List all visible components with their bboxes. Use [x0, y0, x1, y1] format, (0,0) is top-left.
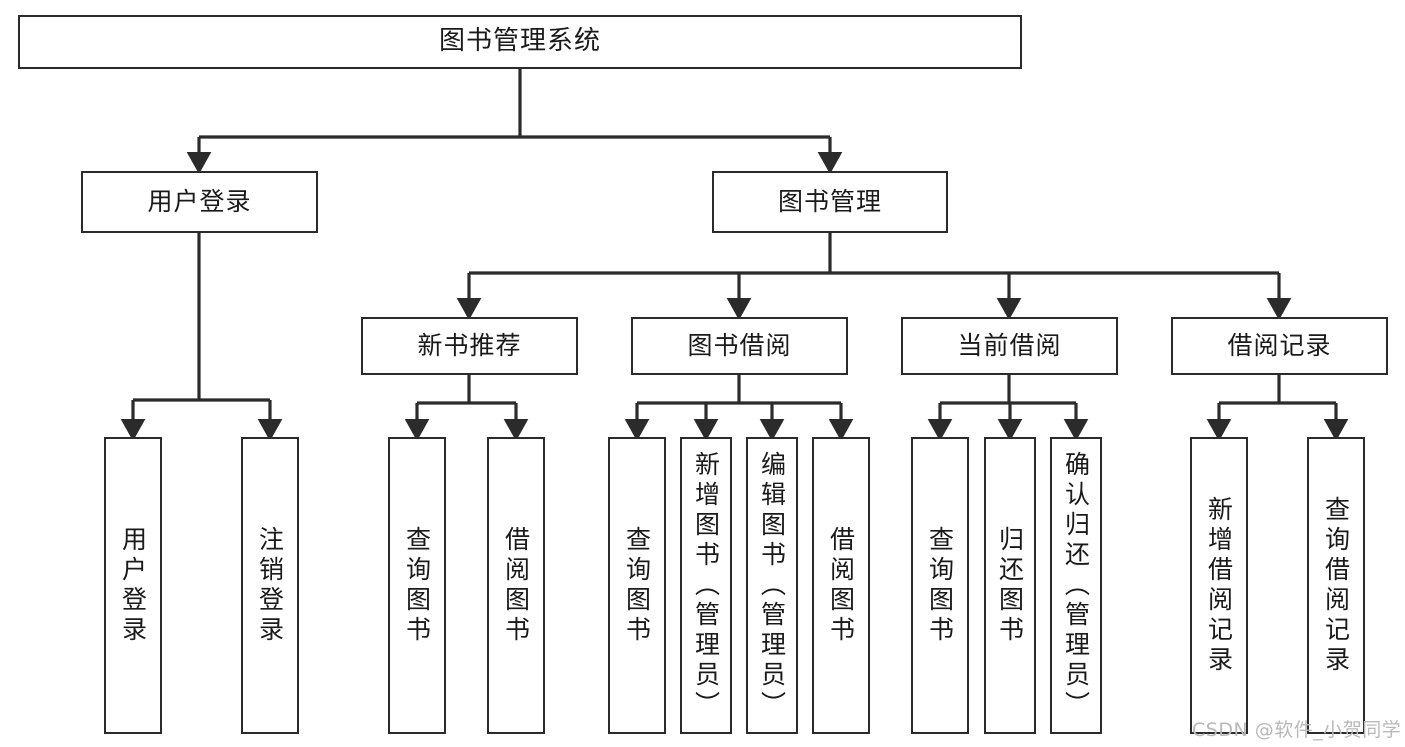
node-fn-borrow-add[interactable]: 新增图书（管理员）: [680, 437, 732, 734]
node-user-login-label: 用户登录: [147, 186, 252, 216]
edge-root-to-modules: [186, 69, 843, 175]
node-fn-borrow-add-label: 新增图书（管理员）: [691, 450, 721, 721]
node-borrow-record-label: 借阅记录: [1227, 330, 1332, 360]
node-fn-cur-confirm-label: 确认归还（管理员）: [1061, 450, 1091, 721]
node-fn-user-login[interactable]: 用户登录: [104, 437, 162, 734]
node-fn-cur-query-label: 查询图书: [925, 525, 955, 646]
node-borrow-record[interactable]: 借阅记录: [1171, 317, 1388, 375]
node-fn-borrow-do[interactable]: 借阅图书: [812, 437, 870, 734]
edge-bookborrow-to-functions: [624, 375, 854, 442]
edge-newbookrec-to-functions: [404, 375, 529, 442]
node-fn-rec-add[interactable]: 新增借阅记录: [1190, 437, 1248, 734]
node-fn-cur-return[interactable]: 归还图书: [984, 437, 1036, 734]
node-fn-rec-query[interactable]: 查询图书: [388, 437, 446, 734]
node-fn-cur-query[interactable]: 查询图书: [911, 437, 969, 734]
node-fn-borrow-edit[interactable]: 编辑图书（管理员）: [746, 437, 798, 734]
node-new-book-rec-label: 新书推荐: [417, 330, 522, 360]
node-user-login[interactable]: 用户登录: [81, 171, 318, 233]
node-fn-user-login-label: 用户登录: [118, 525, 148, 646]
node-fn-user-logout[interactable]: 注销登录: [241, 437, 299, 734]
node-book-manage-label: 图书管理: [777, 186, 882, 216]
node-root[interactable]: 图书管理系统: [18, 15, 1022, 69]
node-current-borrow-label: 当前借阅: [957, 330, 1062, 360]
node-book-borrow[interactable]: 图书借阅: [631, 317, 848, 375]
edge-borrowrecord-to-functions: [1206, 375, 1349, 442]
node-fn-rec-borrow[interactable]: 借阅图书: [487, 437, 545, 734]
node-fn-user-logout-label: 注销登录: [255, 525, 285, 646]
node-fn-borrow-do-label: 借阅图书: [826, 525, 856, 646]
node-book-borrow-label: 图书借阅: [687, 330, 792, 360]
node-fn-rec-search-label: 查询借阅记录: [1321, 495, 1351, 676]
node-fn-borrow-edit-label: 编辑图书（管理员）: [757, 450, 787, 721]
node-new-book-rec[interactable]: 新书推荐: [361, 317, 578, 375]
node-fn-rec-search[interactable]: 查询借阅记录: [1307, 437, 1365, 734]
node-fn-rec-query-label: 查询图书: [402, 525, 432, 646]
edge-bookmanage-to-submodules: [456, 233, 1292, 321]
node-fn-rec-borrow-label: 借阅图书: [501, 525, 531, 646]
node-fn-rec-add-label: 新增借阅记录: [1204, 495, 1234, 676]
node-fn-borrow-query[interactable]: 查询图书: [608, 437, 666, 734]
node-fn-borrow-query-label: 查询图书: [622, 525, 652, 646]
edge-userlogin-to-functions: [120, 233, 283, 442]
node-book-manage[interactable]: 图书管理: [712, 171, 948, 233]
node-current-borrow[interactable]: 当前借阅: [901, 317, 1118, 375]
node-fn-cur-return-label: 归还图书: [995, 525, 1025, 646]
edge-currentborrow-to-functions: [927, 375, 1089, 442]
node-root-label: 图书管理系统: [438, 26, 601, 57]
node-fn-cur-confirm[interactable]: 确认归还（管理员）: [1050, 437, 1102, 734]
